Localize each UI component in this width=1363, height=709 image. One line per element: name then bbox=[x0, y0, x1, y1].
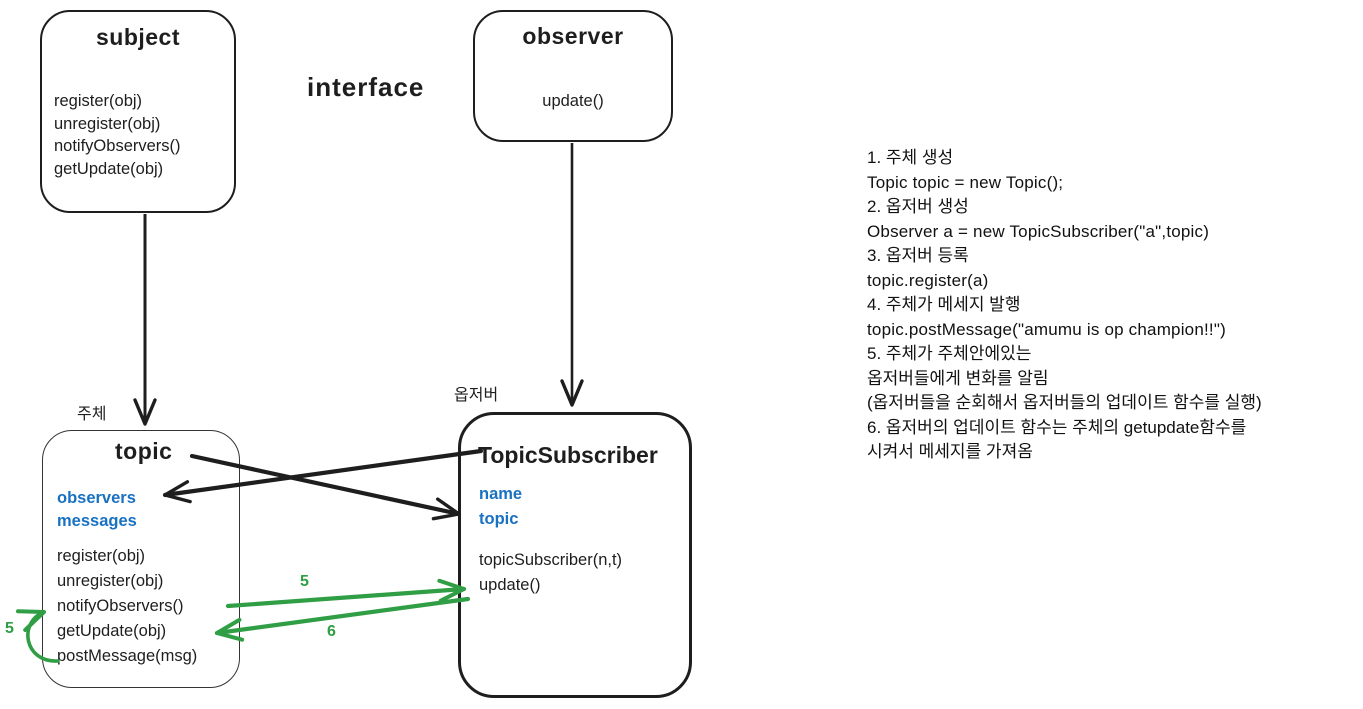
topic-box-tag: 주체 bbox=[77, 406, 107, 423]
arrow-update-to-getupdate bbox=[214, 596, 471, 642]
note-line: 시켜서 메세지를 가져옴 bbox=[867, 442, 1033, 461]
topic-subscriber-box-tag: 옵저버 bbox=[454, 387, 499, 404]
class-box-observer: observer update() bbox=[473, 10, 673, 142]
method: notifyObservers() bbox=[57, 597, 184, 615]
topic-subscriber-attribute-list: name topic bbox=[479, 482, 522, 532]
notes-block: 1. 주체 생성 Topic topic = new Topic(); 2. 옵… bbox=[867, 146, 1363, 465]
attribute: name bbox=[479, 485, 523, 503]
method: topicSubscriber(n,t) bbox=[479, 551, 623, 569]
class-title-subject: subject bbox=[95, 24, 181, 50]
attribute: observers bbox=[57, 489, 136, 507]
topic-method-list: register(obj) unregister(obj) notifyObse… bbox=[57, 544, 197, 669]
class-title-observer: observer bbox=[522, 23, 624, 49]
note-line: 1. 주체 생성 bbox=[867, 148, 954, 167]
note-line: 4. 주체가 메세지 발행 bbox=[867, 295, 1021, 314]
class-title-topic-subscriber: TopicSubscriber bbox=[478, 442, 658, 468]
note-line: Observer a = new TopicSubscriber("a",top… bbox=[867, 221, 1210, 241]
note-line: 5. 주체가 주체안에있는 bbox=[867, 344, 1032, 363]
attribute: messages bbox=[57, 511, 137, 530]
method: unregister(obj) bbox=[54, 114, 161, 133]
method: register(obj) bbox=[57, 547, 146, 565]
note-line: (옵저버들을 순회해서 옵저버들의 업데이트 함수를 실행) bbox=[867, 393, 1262, 412]
class-box-topic: topic observers messages register(obj) u… bbox=[42, 430, 240, 688]
method: postMessage(msg) bbox=[57, 647, 198, 665]
interface-label: interface bbox=[307, 72, 425, 102]
note-line: 옵저버들에게 변화를 알림 bbox=[867, 368, 1049, 388]
sequence-label-5-notify: 5 bbox=[300, 573, 309, 590]
method: notifyObservers() bbox=[54, 137, 181, 155]
note-line: topic.postMessage("amumu is op champion!… bbox=[867, 319, 1226, 339]
subject-method-list: register(obj) unregister(obj) notifyObse… bbox=[54, 90, 181, 180]
note-line: Topic topic = new Topic(); bbox=[867, 172, 1064, 192]
note-line: 2. 옵저버 생성 bbox=[867, 197, 969, 216]
note-line: 3. 옵저버 등록 bbox=[867, 246, 969, 265]
arrow-notifyobservers-to-update bbox=[225, 578, 467, 609]
sequence-label-5-loop: 5 bbox=[5, 620, 14, 637]
topic-subscriber-method-list: topicSubscriber(n,t) update() bbox=[479, 548, 622, 598]
note-line: topic.register(a) bbox=[867, 270, 989, 290]
attribute: topic bbox=[479, 510, 519, 528]
method: register(obj) bbox=[54, 92, 143, 110]
note-line: 6. 옵저버의 업데이트 함수는 주체의 getupdate함수를 bbox=[867, 417, 1247, 437]
method: getUpdate(obj) bbox=[54, 159, 164, 178]
class-box-topic-subscriber: TopicSubscriber name topic topicSubscrib… bbox=[458, 412, 692, 698]
method: unregister(obj) bbox=[57, 572, 164, 590]
sequence-label-6-getupdate: 6 bbox=[327, 623, 336, 640]
topic-attribute-list: observers messages bbox=[57, 487, 137, 532]
class-box-subject: subject register(obj) unregister(obj) no… bbox=[40, 10, 236, 213]
method: getUpdate(obj) bbox=[57, 622, 167, 640]
method: update() bbox=[542, 92, 604, 110]
class-title-topic: topic bbox=[115, 438, 173, 464]
method: update() bbox=[479, 576, 541, 594]
